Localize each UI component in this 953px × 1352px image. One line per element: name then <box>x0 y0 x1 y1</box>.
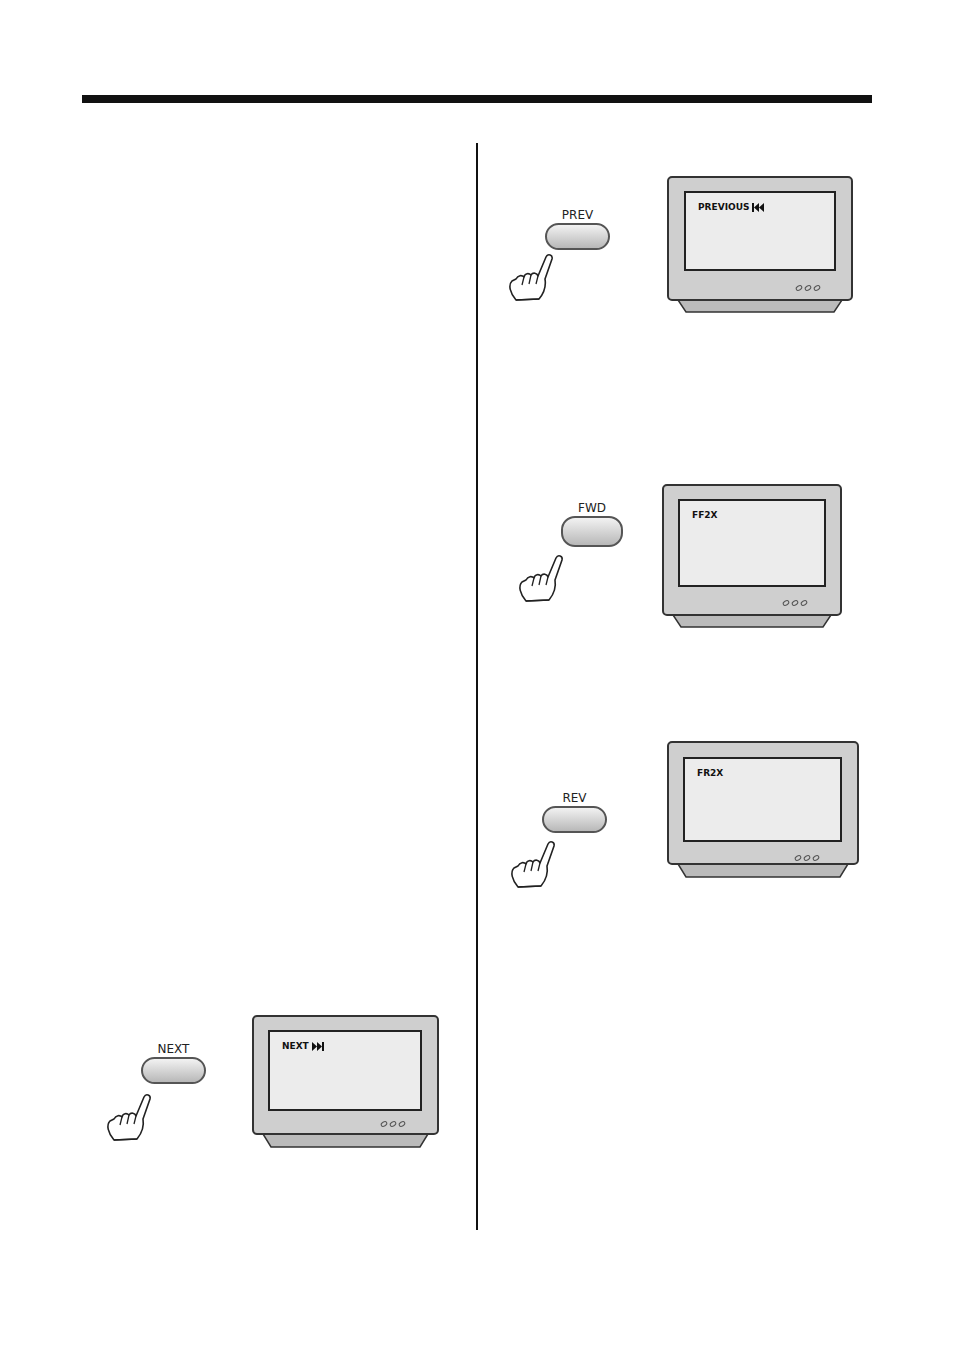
header-bar <box>82 95 872 103</box>
osd-text: PREVIOUS <box>698 202 749 212</box>
button-label: REV <box>562 791 586 805</box>
remote-button: PREV <box>545 223 610 250</box>
pointing-hand <box>510 255 552 300</box>
next-icon <box>311 1042 325 1051</box>
osd-text: FR2X <box>697 768 723 778</box>
osd-text: NEXT <box>282 1041 309 1051</box>
remote-button: FWD <box>561 516 623 547</box>
osd-line: FF2X <box>692 510 718 520</box>
button-label: PREV <box>562 208 593 222</box>
tv-screen: NEXT <box>268 1030 422 1111</box>
tv-set <box>668 177 852 312</box>
tv-screen: FR2X <box>683 757 842 842</box>
previous-icon <box>751 203 765 212</box>
tv-set <box>663 485 841 627</box>
remote-button: NEXT <box>141 1057 206 1084</box>
osd-line: PREVIOUS <box>698 202 765 212</box>
button-label: NEXT <box>158 1042 190 1056</box>
tv-set <box>253 1016 438 1147</box>
pointing-hand <box>512 842 554 887</box>
column-divider <box>476 143 478 1230</box>
pointing-hand <box>108 1095 150 1140</box>
osd-line: NEXT <box>282 1041 325 1051</box>
tv-set <box>668 742 858 877</box>
remote-button: REV <box>542 806 607 833</box>
tv-screen: PREVIOUS <box>684 191 836 271</box>
button-label: FWD <box>578 501 606 515</box>
pointing-hand <box>520 556 562 601</box>
tv-screen: FF2X <box>678 499 826 587</box>
osd-line: FR2X <box>697 768 723 778</box>
osd-text: FF2X <box>692 510 718 520</box>
